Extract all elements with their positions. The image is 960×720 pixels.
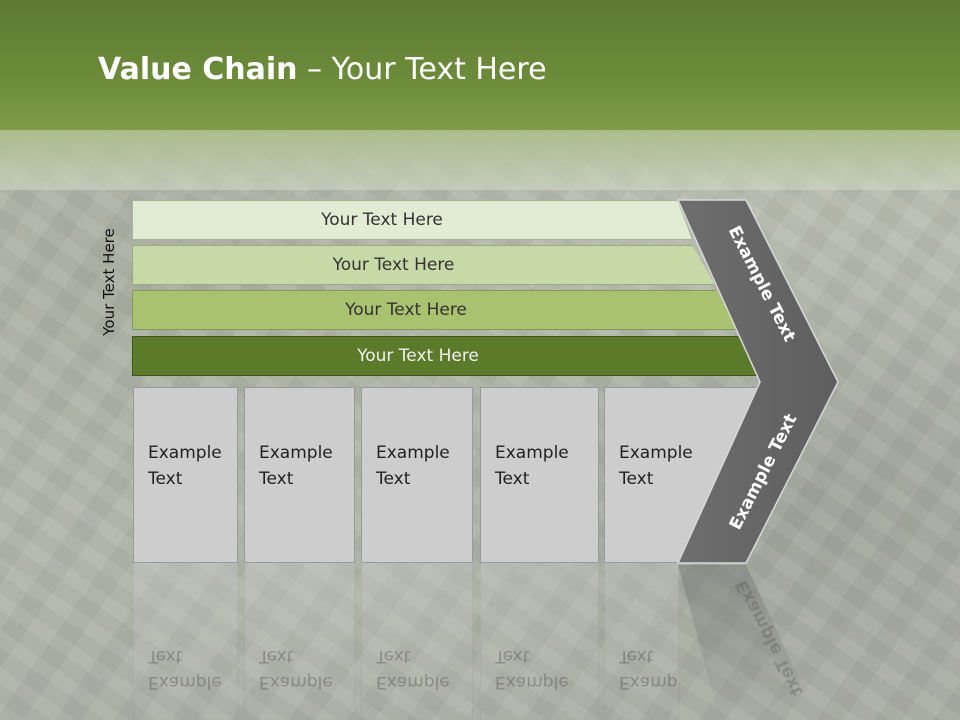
primary-box-3-line2: Text [376, 469, 411, 489]
primary-box-4-line1: Example [495, 443, 569, 463]
chevron-reflection [678, 565, 800, 720]
primary-box-1: Example Text [133, 387, 238, 563]
primary-box-4-line2: Text [495, 469, 530, 489]
primary-box-1-line1: Example [148, 443, 222, 463]
support-bar-1: Your Text Here [132, 200, 692, 240]
primary-box-3: Example Text [361, 387, 473, 563]
support-bar-2-label: Your Text Here [332, 255, 455, 275]
support-bar-2: Your Text Here [132, 245, 715, 285]
header-band [0, 0, 960, 190]
primary-box-5-line2: Text [619, 469, 654, 489]
support-bar-1-label: Your Text Here [321, 210, 443, 230]
primary-box-2: Example Text [244, 387, 355, 563]
slide-title: Value Chain – Your Text Here [98, 52, 547, 87]
chevron-arrow [676, 199, 839, 564]
primary-box-5-line1: Example [619, 443, 693, 463]
title-rest: – Your Text Here [297, 52, 547, 87]
primary-box-1-line2: Text [148, 469, 183, 489]
primary-box-3-line1: Example [376, 443, 450, 463]
support-bar-4-label: Your Text Here [357, 346, 479, 366]
support-bar-3-label: Your Text Here [345, 300, 467, 320]
support-bar-4: Your Text Here [132, 336, 764, 376]
support-bar-3: Your Text Here [132, 290, 740, 330]
primary-box-4: Example Text [480, 387, 599, 563]
primary-box-2-line2: Text [259, 469, 294, 489]
title-bold: Value Chain [98, 52, 298, 87]
primary-box-2-line1: Example [259, 443, 333, 463]
